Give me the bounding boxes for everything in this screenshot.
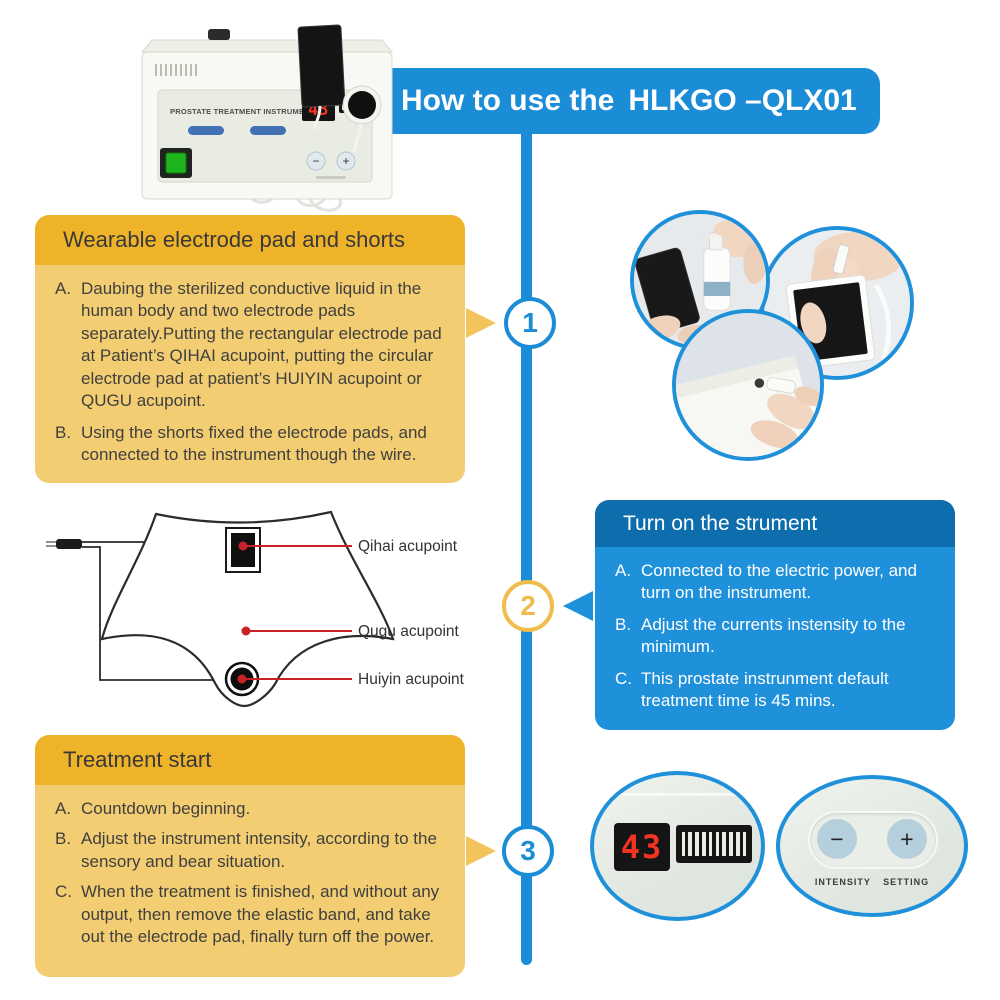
qihai-label: Qihai acupoint	[358, 538, 458, 555]
section-wearable: Wearable electrode pad and shorts A.Daub…	[35, 215, 465, 483]
minus-button	[306, 151, 326, 171]
minus-icon: −	[312, 154, 319, 168]
intensity-minus-button: −	[817, 819, 857, 859]
section-turn-on-header: Turn on the strument	[595, 500, 955, 547]
connector-arrow-left-icon	[563, 591, 593, 621]
step-badge-1: 1	[504, 297, 556, 349]
section-title: Wearable electrode pad and shorts	[63, 227, 406, 252]
closeup-display: 43	[590, 771, 765, 921]
qugu-label: Qugu acupoint	[358, 623, 460, 640]
device-vents	[155, 64, 197, 76]
product-photo-illustration: PROSTATE TREATMENT INSTRUMENT 43 − +	[140, 24, 394, 212]
device-label-oval	[188, 126, 224, 135]
connector-arrow-right-icon	[466, 308, 496, 338]
intensity-plus-button: +	[887, 819, 927, 859]
device-panel-label: PROSTATE TREATMENT INSTRUMENT	[170, 107, 315, 116]
intensity-setting-label: INTENSITY SETTING	[814, 877, 930, 887]
list-item: C.When the treatment is finished, and wi…	[55, 882, 440, 947]
section-treatment-header: Treatment start	[35, 735, 465, 785]
closeup-intensity-buttons: − + INTENSITY SETTING	[776, 775, 968, 917]
section-wearable-body: A.Daubing the sterilized conductive liqu…	[35, 265, 465, 483]
plus-button	[336, 151, 356, 171]
plug-instrument-illustration	[676, 313, 820, 457]
plus-icon: +	[342, 154, 349, 168]
device-label-oval	[250, 126, 286, 135]
device-seam	[602, 793, 753, 796]
banner-prefix: How to use the	[401, 84, 615, 117]
circular-electrode-pad	[342, 85, 382, 153]
title-banner: How to use the HLKGO –QLX01	[345, 68, 880, 134]
device-handle	[208, 29, 230, 40]
pad-wire	[82, 546, 225, 681]
list-item: B.Adjust the instrument intensity, accor…	[55, 829, 437, 871]
section-treatment-body: A.Countdown beginning. B.Adjust the inst…	[35, 785, 465, 977]
timeline-line	[521, 132, 532, 965]
huiyin-label: Huiyin acupoint	[358, 671, 465, 688]
list-item: A.Countdown beginning.	[55, 799, 251, 818]
rectangular-electrode-pad	[297, 24, 346, 108]
shorts-outline	[100, 510, 395, 708]
list-item: A.Connected to the electric power, and t…	[615, 561, 917, 603]
section-turn-on-body: A.Connected to the electric power, and t…	[595, 547, 955, 730]
step-number: 2	[520, 590, 536, 621]
list-item: B.Using the shorts fixed the electrode p…	[55, 422, 427, 465]
banner-model: HLKGO –QLX01	[628, 84, 857, 117]
step-number: 1	[522, 307, 538, 338]
segment-display: 43	[614, 823, 670, 871]
plus-icon: +	[900, 825, 914, 852]
section-treatment: Treatment start A.Countdown beginning. B…	[35, 735, 465, 977]
photo-plug-instrument	[672, 309, 824, 461]
minus-icon: −	[830, 825, 844, 852]
plug-icon	[56, 539, 82, 549]
list-item: C.This prostate instrunment default trea…	[615, 668, 889, 711]
power-switch	[165, 152, 187, 174]
section-turn-on: Turn on the strument A.Connected to the …	[595, 500, 955, 730]
shorts-diagram: Qihai acupoint Qugu acupoint Huiyin acup…	[46, 510, 465, 708]
display-value: 43	[620, 828, 664, 866]
step-number: 3	[520, 835, 536, 866]
step-badge-2: 2	[502, 580, 554, 632]
list-item: B.Adjust the currents instensity to the …	[615, 614, 906, 657]
section-title: Treatment start	[63, 747, 212, 772]
section-wearable-header: Wearable electrode pad and shorts	[35, 215, 465, 265]
list-item: A.Daubing the sterilized conductive liqu…	[55, 279, 442, 411]
section-title: Turn on the strument	[623, 511, 818, 535]
led-bar	[676, 825, 752, 863]
connector-arrow-right-icon	[466, 836, 496, 866]
step-badge-3: 3	[502, 825, 554, 877]
